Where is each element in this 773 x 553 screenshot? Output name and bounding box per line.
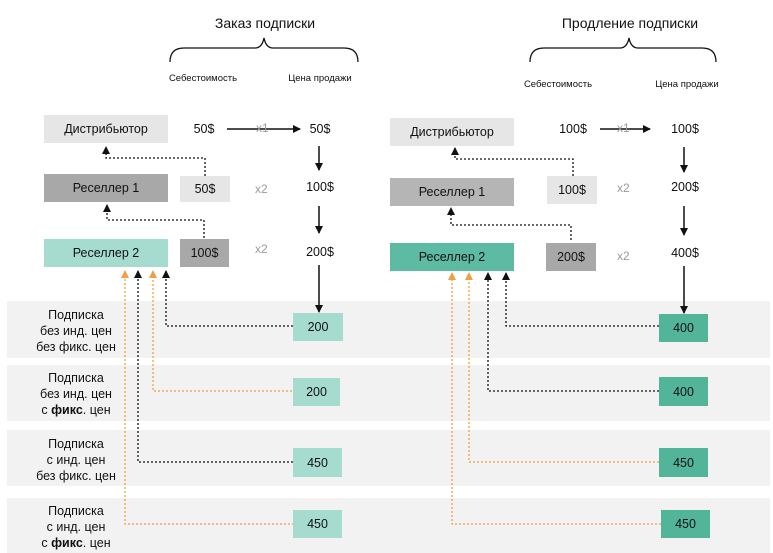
left-r1-cost: 50$ <box>180 176 230 202</box>
right-reseller1-box: Реселлер 1 <box>390 178 514 206</box>
row-band-1 <box>7 301 770 358</box>
left-value-4: 450 <box>293 510 342 538</box>
left-r2-price: 200$ <box>306 245 334 259</box>
right-r1-cost: 100$ <box>547 176 597 204</box>
right-distributor-box: Дистрибьютор <box>390 118 514 146</box>
left-dist-cost: 50$ <box>193 122 215 136</box>
row-band-2 <box>7 365 770 421</box>
right-dist-cost: 100$ <box>559 122 587 136</box>
left-r1-mult: x2 <box>255 182 268 196</box>
right-value-3: 450 <box>659 448 708 477</box>
left-title: Заказ подписки <box>214 15 316 31</box>
left-value-2: 200 <box>293 378 340 406</box>
left-value-1: 200 <box>293 313 343 341</box>
right-dist-price: 100$ <box>671 122 699 136</box>
brace-left <box>169 37 359 63</box>
right-r2-cost: 200$ <box>546 243 596 271</box>
right-r2-mult: x2 <box>617 249 630 263</box>
right-col-price: Цена продажи <box>655 79 719 90</box>
right-r2-price: 400$ <box>671 246 699 260</box>
right-r1-price: 200$ <box>671 180 699 194</box>
row-band-4 <box>7 498 770 553</box>
left-dist-price: 50$ <box>309 122 331 136</box>
right-r1-mult: x2 <box>617 181 630 195</box>
left-r1-price: 100$ <box>306 180 334 194</box>
left-col-cost: Себестоимость <box>168 73 238 84</box>
left-reseller2-box: Реселлер 2 <box>44 239 168 267</box>
right-value-2: 400 <box>659 377 708 406</box>
left-r2-cost: 100$ <box>180 239 229 267</box>
left-distributor-box: Дистрибьютор <box>44 115 168 143</box>
right-title: Продление подписки <box>561 15 699 31</box>
left-r2-mult: x2 <box>255 242 268 256</box>
right-reseller2-box: Реселлер 2 <box>390 243 514 271</box>
right-value-4: 450 <box>661 510 710 538</box>
left-dist-mult: x1 <box>256 121 269 135</box>
right-col-cost: Себестоимость <box>523 79 593 90</box>
right-dist-mult: x1 <box>617 121 630 135</box>
left-reseller1-box: Реселлер 1 <box>44 174 168 202</box>
brace-right <box>529 37 717 63</box>
left-value-3: 450 <box>293 448 342 477</box>
left-col-price: Цена продажи <box>288 73 352 84</box>
right-value-1: 400 <box>659 314 708 342</box>
row-band-3 <box>7 430 770 486</box>
